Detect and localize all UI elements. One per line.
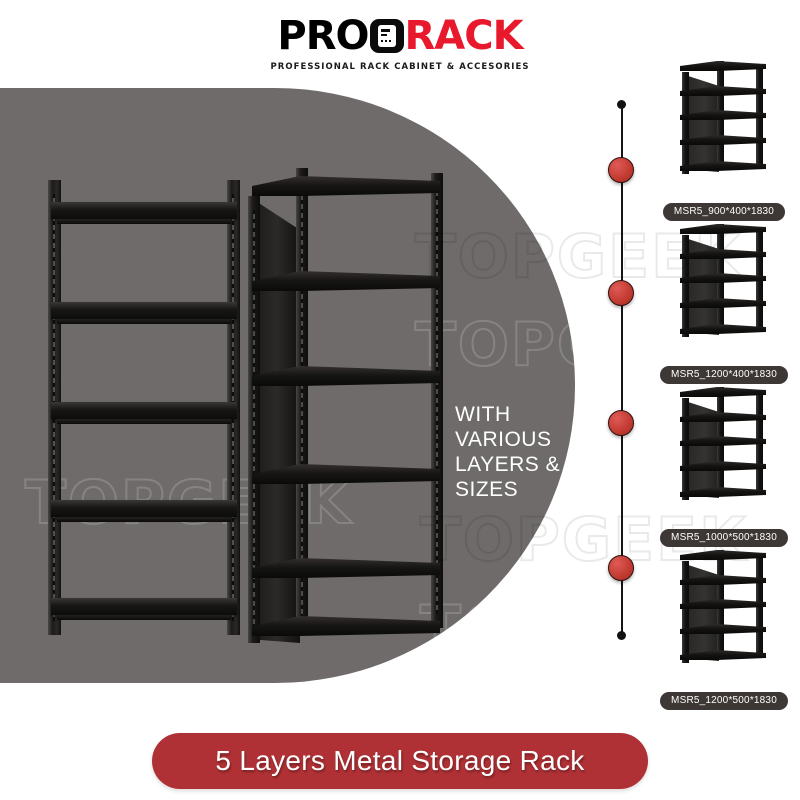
watermark: TOPGEEK	[419, 592, 575, 664]
timeline-node-2[interactable]	[608, 280, 634, 306]
product-card-4[interactable]: MSR5_1200*500*1830	[648, 547, 800, 710]
dot-icon	[617, 100, 626, 109]
cta-line-3: LAYERS &	[455, 453, 561, 476]
product-label: MSR5_1200*500*1830	[660, 692, 788, 710]
rack-shelf	[252, 366, 440, 386]
cta-line-2: VARIOUS	[455, 428, 552, 451]
rack-thumbnail-900x400x1830	[664, 58, 784, 176]
rack-shelf	[51, 598, 237, 615]
product-label: MSR5_900*400*1830	[662, 203, 786, 221]
brand-tagline: PROFESSIONAL RACK CABINET & ACCESORIES	[270, 62, 530, 72]
metal-rack-perspective-view	[248, 168, 443, 643]
product-label: MSR5_1000*500*1830	[660, 529, 788, 547]
rack-shelf-lip	[57, 615, 231, 620]
rack-shelf	[252, 271, 440, 291]
rack-shelf-lip	[57, 219, 231, 224]
rack-thumbnail-1000x500x1830	[664, 384, 784, 502]
timeline-axis	[621, 104, 623, 636]
hero-panel: TOPGEEK TOPGEEK TOPGEEK WITH VARIOUS LAY…	[0, 88, 575, 683]
bottom-banner: 5 Layers Metal Storage Rack	[152, 733, 648, 789]
cabinet-dots-icon	[380, 40, 391, 42]
rack-shelf-base	[252, 616, 440, 636]
metal-rack-front-view	[48, 180, 240, 635]
banner-title: 5 Layers Metal Storage Rack	[215, 745, 585, 776]
rack-shelf	[51, 500, 237, 517]
product-card-2[interactable]: MSR5_1200*400*1830	[648, 221, 800, 384]
rack-shelf	[252, 558, 440, 578]
timeline-node-1[interactable]	[608, 157, 634, 183]
product-variant-list: MSR5_900*400*1830 MSR5_1200*400*1830	[648, 58, 800, 710]
logo-text-rack: RACK	[404, 13, 524, 59]
brand-logo: PRO RACK	[277, 13, 524, 59]
rack-cabinet-icon	[369, 19, 404, 53]
cabinet-slot-top-icon	[380, 29, 390, 32]
product-timeline	[608, 100, 634, 640]
brand-header: PRO RACK PROFESSIONAL RACK CABINET & ACC…	[0, 14, 800, 86]
product-label-wrapper: MSR5_1200*400*1830	[648, 366, 800, 384]
rack-shelf	[51, 402, 237, 419]
product-label-wrapper: MSR5_900*400*1830	[648, 203, 800, 221]
logo-text-pro: PRO	[277, 13, 369, 59]
rack-shelf	[252, 464, 440, 484]
rack-shelf	[51, 302, 237, 319]
cta-line-4: SIZES	[455, 478, 519, 501]
cta-line-1: WITH	[455, 403, 511, 426]
rack-post-front-left	[248, 196, 260, 643]
product-card-3[interactable]: MSR5_1000*500*1830	[648, 384, 800, 547]
dot-icon	[617, 631, 626, 640]
product-label: MSR5_1200*400*1830	[660, 366, 788, 384]
rack-shelf-lip	[57, 517, 231, 522]
rack-thumbnail-1200x500x1830	[664, 547, 784, 665]
timeline-node-3[interactable]	[608, 410, 634, 436]
timeline-node-4[interactable]	[608, 555, 634, 581]
cabinet-slot-mid-icon	[380, 34, 387, 36]
triangle-right-icon	[578, 363, 586, 375]
product-label-wrapper: MSR5_1200*500*1830	[648, 692, 800, 710]
product-label-wrapper: MSR5_1000*500*1830	[648, 529, 800, 547]
rack-shelf-lip	[57, 419, 231, 424]
hero-cta-text: WITH VARIOUS LAYERS & SIZES	[455, 402, 570, 502]
product-card-1[interactable]: MSR5_900*400*1830	[648, 58, 800, 221]
rack-shelf-lip	[57, 319, 231, 324]
rack-shelf	[252, 176, 440, 196]
rack-thumbnail-1200x400x1830	[664, 221, 784, 339]
rack-shelf	[51, 202, 237, 219]
rack-post-front-right	[431, 173, 443, 628]
